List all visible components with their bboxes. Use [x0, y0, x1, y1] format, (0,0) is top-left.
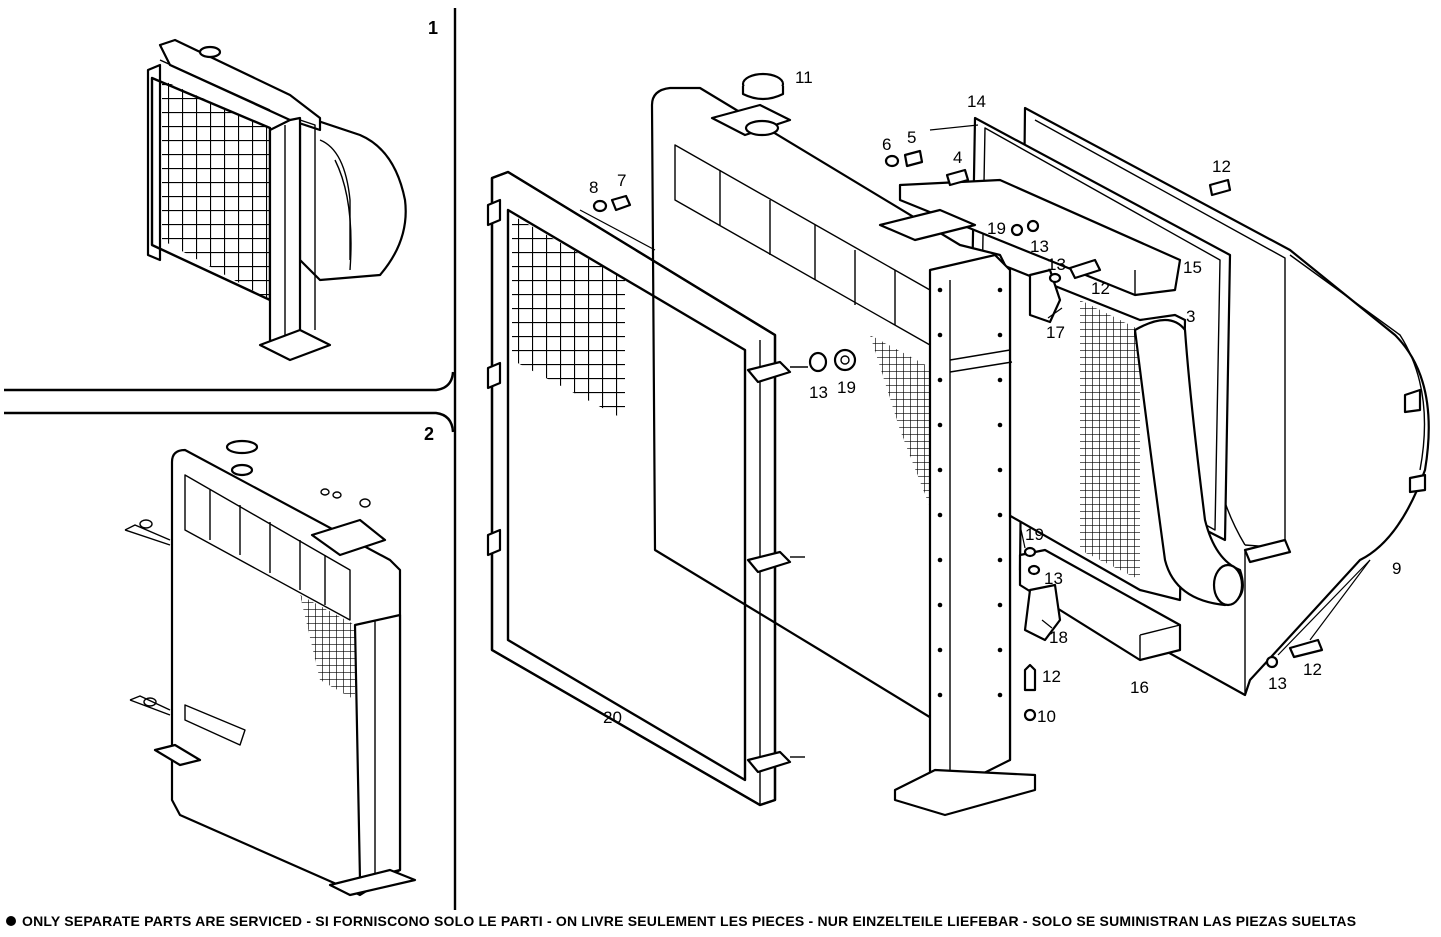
callout-13-right: 13 — [1268, 674, 1287, 693]
callout-10: 10 — [1037, 707, 1056, 726]
radiator-core-and-hose — [988, 258, 1244, 607]
brackets — [1023, 268, 1062, 642]
callout-13-grille: 13 — [809, 383, 828, 402]
leader-lines — [579, 124, 1371, 656]
panel-frames — [4, 8, 457, 910]
callout-labels: 11 14 6 5 4 12 8 7 19 13 13 12 15 3 17 1… — [589, 68, 1401, 727]
callout-17: 17 — [1046, 323, 1065, 342]
callout-13-top: 13 — [1030, 237, 1049, 256]
callout-11: 11 — [795, 68, 813, 87]
callout-19-grille: 19 — [837, 378, 856, 397]
panel-2-radiator-front — [124, 439, 417, 897]
panel-1-assembled-radiator — [146, 38, 407, 362]
callout-8: 8 — [589, 178, 598, 197]
footer-text: ONLY SEPARATE PARTS ARE SERVICED - SI FO… — [22, 913, 1357, 929]
radiator-main-body — [650, 72, 1037, 817]
callout-12-bottom: 12 — [1042, 667, 1061, 686]
callout-14: 14 — [967, 92, 986, 111]
bottom-brace-bar — [1018, 548, 1182, 662]
panel-1-number: 1 — [428, 18, 438, 38]
callout-12-top: 12 — [1212, 157, 1231, 176]
top-brace-bar — [898, 178, 1182, 297]
callout-12-right: 12 — [1303, 660, 1322, 679]
callout-6: 6 — [882, 135, 891, 154]
callout-18: 18 — [1049, 628, 1068, 647]
footer-note: ONLY SEPARATE PARTS ARE SERVICED - SI FO… — [6, 913, 1436, 933]
callout-20: 20 — [603, 708, 622, 727]
panel-2-number: 2 — [424, 424, 434, 444]
callout-13-bottom: 13 — [1044, 569, 1063, 588]
callout-16: 16 — [1130, 678, 1149, 697]
callout-7: 7 — [617, 171, 626, 190]
grille-guard — [486, 170, 808, 807]
callout-5: 5 — [907, 128, 916, 147]
callout-19-top: 19 — [987, 219, 1006, 238]
fasteners — [592, 149, 1324, 722]
callout-19-bottom: 19 — [1025, 525, 1044, 544]
callout-13-mid: 13 — [1047, 255, 1066, 274]
callout-12-mid: 12 — [1091, 279, 1110, 298]
callout-3: 3 — [1186, 307, 1195, 326]
callout-4: 4 — [953, 148, 962, 167]
callout-9: 9 — [1392, 559, 1401, 578]
callout-15: 15 — [1183, 258, 1202, 277]
bullet-dot-icon — [6, 916, 16, 926]
